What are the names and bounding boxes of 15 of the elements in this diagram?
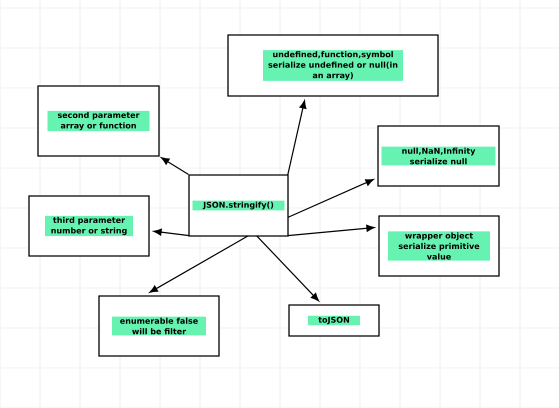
arrow xyxy=(288,224,375,236)
text-box: JSON.stringify() xyxy=(188,174,289,237)
text-box: toJSON xyxy=(288,304,380,337)
text-box: third parameter number or string xyxy=(28,195,150,257)
text-box: enumerable false will be filter xyxy=(98,295,220,357)
arrow xyxy=(256,235,319,302)
arrow xyxy=(153,228,190,236)
text-box: undefined,function,symbol serialize undefined or null(in an array) xyxy=(227,34,439,97)
arrow xyxy=(161,157,189,175)
text-box: wrapper object serialize primitive value xyxy=(378,215,500,277)
arrow xyxy=(287,179,374,218)
arrow xyxy=(287,100,306,176)
text-box: null,NaN,Infinity serialize null xyxy=(377,125,500,187)
arrow xyxy=(149,235,249,293)
text-box: second parameter array or function xyxy=(37,85,160,157)
